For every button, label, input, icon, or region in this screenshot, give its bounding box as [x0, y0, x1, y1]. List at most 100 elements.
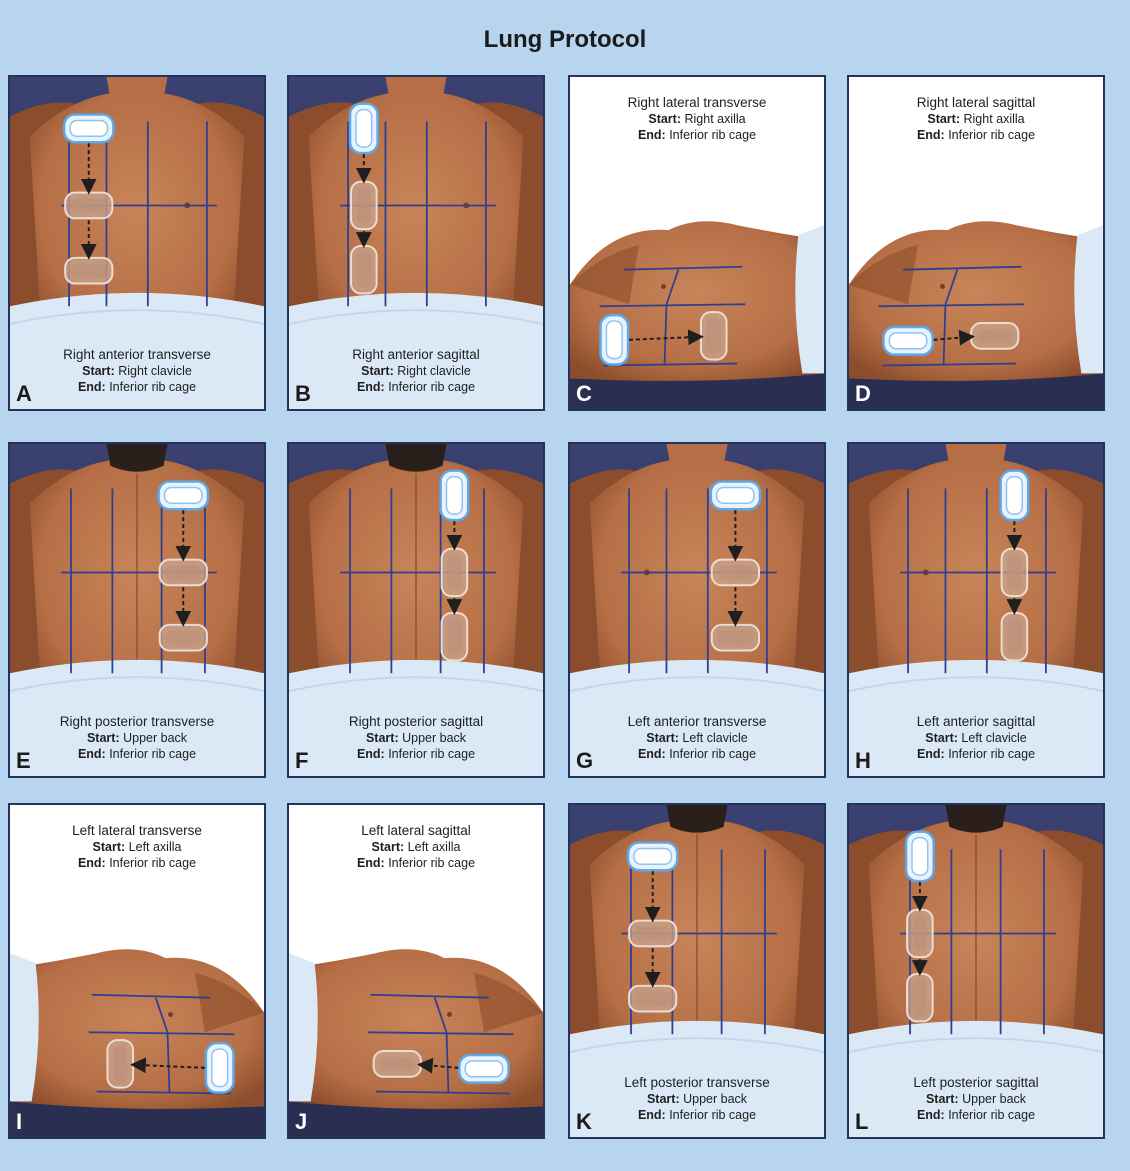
probe-end — [629, 986, 676, 1012]
end-line: End: Inferior rib cage — [289, 855, 543, 871]
panel-caption: Left lateral sagittalStart: Left axillaE… — [289, 823, 543, 871]
probe-start — [711, 482, 760, 510]
panel-letter: G — [576, 748, 593, 774]
nipple — [661, 284, 666, 289]
neck — [385, 77, 446, 105]
panel-letter: E — [16, 748, 31, 774]
start-line: Start: Upper back — [570, 1091, 824, 1107]
panel-caption: Left posterior transverseStart: Upper ba… — [570, 1075, 824, 1123]
neck — [945, 444, 1006, 472]
sheet — [1074, 225, 1103, 373]
end-line: End: Inferior rib cage — [849, 1107, 1103, 1123]
start-line: Start: Upper back — [289, 730, 543, 746]
probe-mid — [351, 182, 377, 229]
probe-end — [107, 1040, 133, 1087]
end-line: End: Inferior rib cage — [10, 855, 264, 871]
neck — [666, 444, 727, 472]
probe-mid — [442, 549, 468, 596]
panel-letter: H — [855, 748, 871, 774]
start-line: Start: Left axilla — [289, 839, 543, 855]
panel-caption: Right anterior transverseStart: Right cl… — [10, 347, 264, 395]
probe-mid — [629, 921, 676, 947]
probe-start — [906, 832, 934, 881]
start-line: Start: Upper back — [849, 1091, 1103, 1107]
end-line: End: Inferior rib cage — [570, 746, 824, 762]
panel-letter: J — [295, 1109, 307, 1135]
panel-b: Right anterior sagittalStart: Right clav… — [287, 75, 545, 411]
sheet — [795, 225, 824, 373]
panel-letter: F — [295, 748, 308, 774]
end-line: End: Inferior rib cage — [289, 746, 543, 762]
panel-letter: K — [576, 1109, 592, 1135]
panel-letter: B — [295, 381, 311, 407]
probe-start — [628, 843, 677, 871]
panel-caption: Right posterior sagittalStart: Upper bac… — [289, 714, 543, 762]
panel-caption: Right lateral transverseStart: Right axi… — [570, 95, 824, 143]
start-line: Start: Right axilla — [849, 111, 1103, 127]
panel-j: Left lateral sagittalStart: Left axillaE… — [287, 803, 545, 1139]
probe-end — [701, 312, 727, 359]
probe-start — [1001, 471, 1029, 520]
probe-start — [159, 482, 208, 510]
start-line: Start: Left axilla — [10, 839, 264, 855]
probe-start — [883, 327, 932, 355]
panel-caption: Right lateral sagittalStart: Right axill… — [849, 95, 1103, 143]
start-line: Start: Upper back — [10, 730, 264, 746]
hair — [945, 805, 1006, 833]
probe-start — [459, 1055, 508, 1083]
nipple — [447, 1012, 452, 1017]
panel-letter: D — [855, 381, 871, 407]
panel-letter: I — [16, 1109, 22, 1135]
end-line: End: Inferior rib cage — [570, 1107, 824, 1123]
panel-caption: Right anterior sagittalStart: Right clav… — [289, 347, 543, 395]
probe-end — [907, 974, 933, 1021]
probe-start — [350, 104, 378, 153]
panel-f: Right posterior sagittalStart: Upper bac… — [287, 442, 545, 778]
hair — [666, 805, 727, 833]
view-name: Left posterior transverse — [570, 1075, 824, 1091]
panel-letter: C — [576, 381, 592, 407]
probe-mid — [65, 193, 112, 219]
panel-c: Right lateral transverseStart: Right axi… — [568, 75, 826, 411]
probe-mid — [160, 560, 207, 586]
panel-caption: Right posterior transverseStart: Upper b… — [10, 714, 264, 762]
view-name: Left posterior sagittal — [849, 1075, 1103, 1091]
end-line: End: Inferior rib cage — [570, 127, 824, 143]
probe-end — [160, 625, 207, 651]
start-line: Start: Right clavicle — [289, 363, 543, 379]
panel-l: Left posterior sagittalStart: Upper back… — [847, 803, 1105, 1139]
sheet — [289, 953, 318, 1101]
probe-start — [206, 1043, 234, 1092]
sheet — [10, 953, 39, 1101]
probe-end — [1002, 613, 1028, 660]
end-line: End: Inferior rib cage — [10, 746, 264, 762]
panel-caption: Left anterior sagittalStart: Left clavic… — [849, 714, 1103, 762]
view-name: Right lateral sagittal — [849, 95, 1103, 111]
nipple — [940, 284, 945, 289]
view-name: Right lateral transverse — [570, 95, 824, 111]
probe-mid — [1002, 549, 1028, 596]
view-name: Left lateral transverse — [10, 823, 264, 839]
probe-end — [351, 246, 377, 293]
figure-title: Lung Protocol — [0, 26, 1130, 54]
start-line: Start: Right clavicle — [10, 363, 264, 379]
start-line: Start: Right axilla — [570, 111, 824, 127]
view-name: Right posterior transverse — [10, 714, 264, 730]
view-name: Left anterior transverse — [570, 714, 824, 730]
view-name: Left anterior sagittal — [849, 714, 1103, 730]
end-line: End: Inferior rib cage — [849, 127, 1103, 143]
panel-k: Left posterior transverseStart: Upper ba… — [568, 803, 826, 1139]
lying-torso — [849, 221, 1103, 381]
probe-mid — [907, 910, 933, 957]
hair — [106, 444, 167, 472]
start-line: Start: Left clavicle — [570, 730, 824, 746]
end-line: End: Inferior rib cage — [849, 746, 1103, 762]
panel-letter: L — [855, 1109, 868, 1135]
panel-i: Left lateral transverseStart: Left axill… — [8, 803, 266, 1139]
view-name: Right anterior transverse — [10, 347, 264, 363]
panel-caption: Left anterior transverseStart: Left clav… — [570, 714, 824, 762]
probe-end — [65, 258, 112, 284]
neck — [106, 77, 167, 105]
end-line: End: Inferior rib cage — [10, 379, 264, 395]
